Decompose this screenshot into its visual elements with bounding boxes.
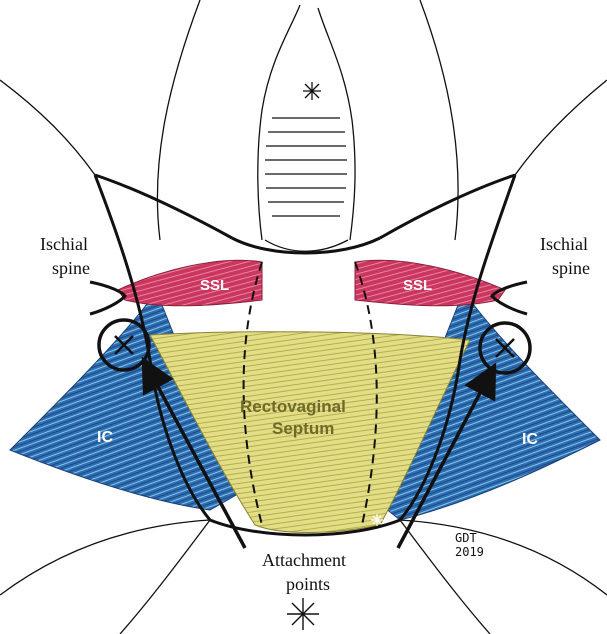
- ischial-spine-left-icon: [90, 282, 125, 314]
- ssl-left-label: SSL: [200, 277, 229, 294]
- ischial-spine-left-label-line1: Ischial: [40, 234, 88, 254]
- septum-label-line1: Rectovaginal: [240, 397, 346, 416]
- top-asterisk-icon: [303, 82, 321, 100]
- attachment-label-line2: points: [286, 574, 330, 594]
- ssl-ligament-left: [118, 260, 262, 306]
- bottom-asterisk-icon: [287, 598, 319, 630]
- signature-line2: 2019: [455, 545, 484, 559]
- ic-right-label: IC: [522, 431, 538, 448]
- ic-left-label: IC: [97, 429, 113, 446]
- septum-label-line2: Septum: [272, 419, 334, 438]
- ischial-spine-left-label-line2: spine: [52, 258, 90, 278]
- attachment-label-line1: Attachment: [262, 550, 346, 570]
- ssl-right-label: SSL: [403, 277, 432, 294]
- ischial-spine-right-label-line1: Ischial: [540, 234, 588, 254]
- upper-organ-outline: [157, 0, 458, 251]
- signature-line1: GDT: [455, 531, 477, 545]
- rugae-lines: [265, 118, 347, 216]
- ischial-spine-right-label-line2: spine: [552, 258, 590, 278]
